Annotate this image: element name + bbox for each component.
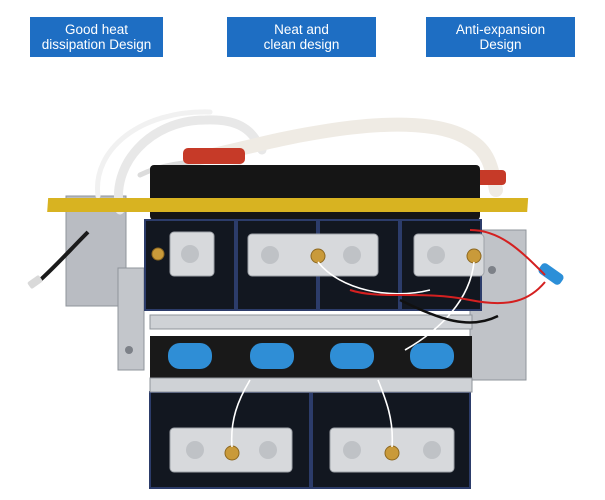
feature-badge-heat-dissipation: Good heat dissipation Design xyxy=(30,17,163,57)
feature-badge-label: Neat and clean design xyxy=(263,22,340,52)
feature-badge-neat-design: Neat and clean design xyxy=(227,17,376,57)
feature-badge-label: Anti-expansion Design xyxy=(455,22,546,52)
black-cable xyxy=(36,230,90,284)
cable-terminal xyxy=(27,275,43,289)
feature-badge-anti-expansion: Anti-expansion Design xyxy=(426,17,575,57)
feature-badge-label: Good heat dissipation Design xyxy=(41,22,152,52)
sense-wires xyxy=(230,229,546,448)
blue-vents xyxy=(168,343,454,369)
brass-terminals xyxy=(151,247,482,461)
battery-pack-photo xyxy=(27,109,564,489)
busbars-top xyxy=(169,231,485,277)
top-cover xyxy=(47,165,529,220)
